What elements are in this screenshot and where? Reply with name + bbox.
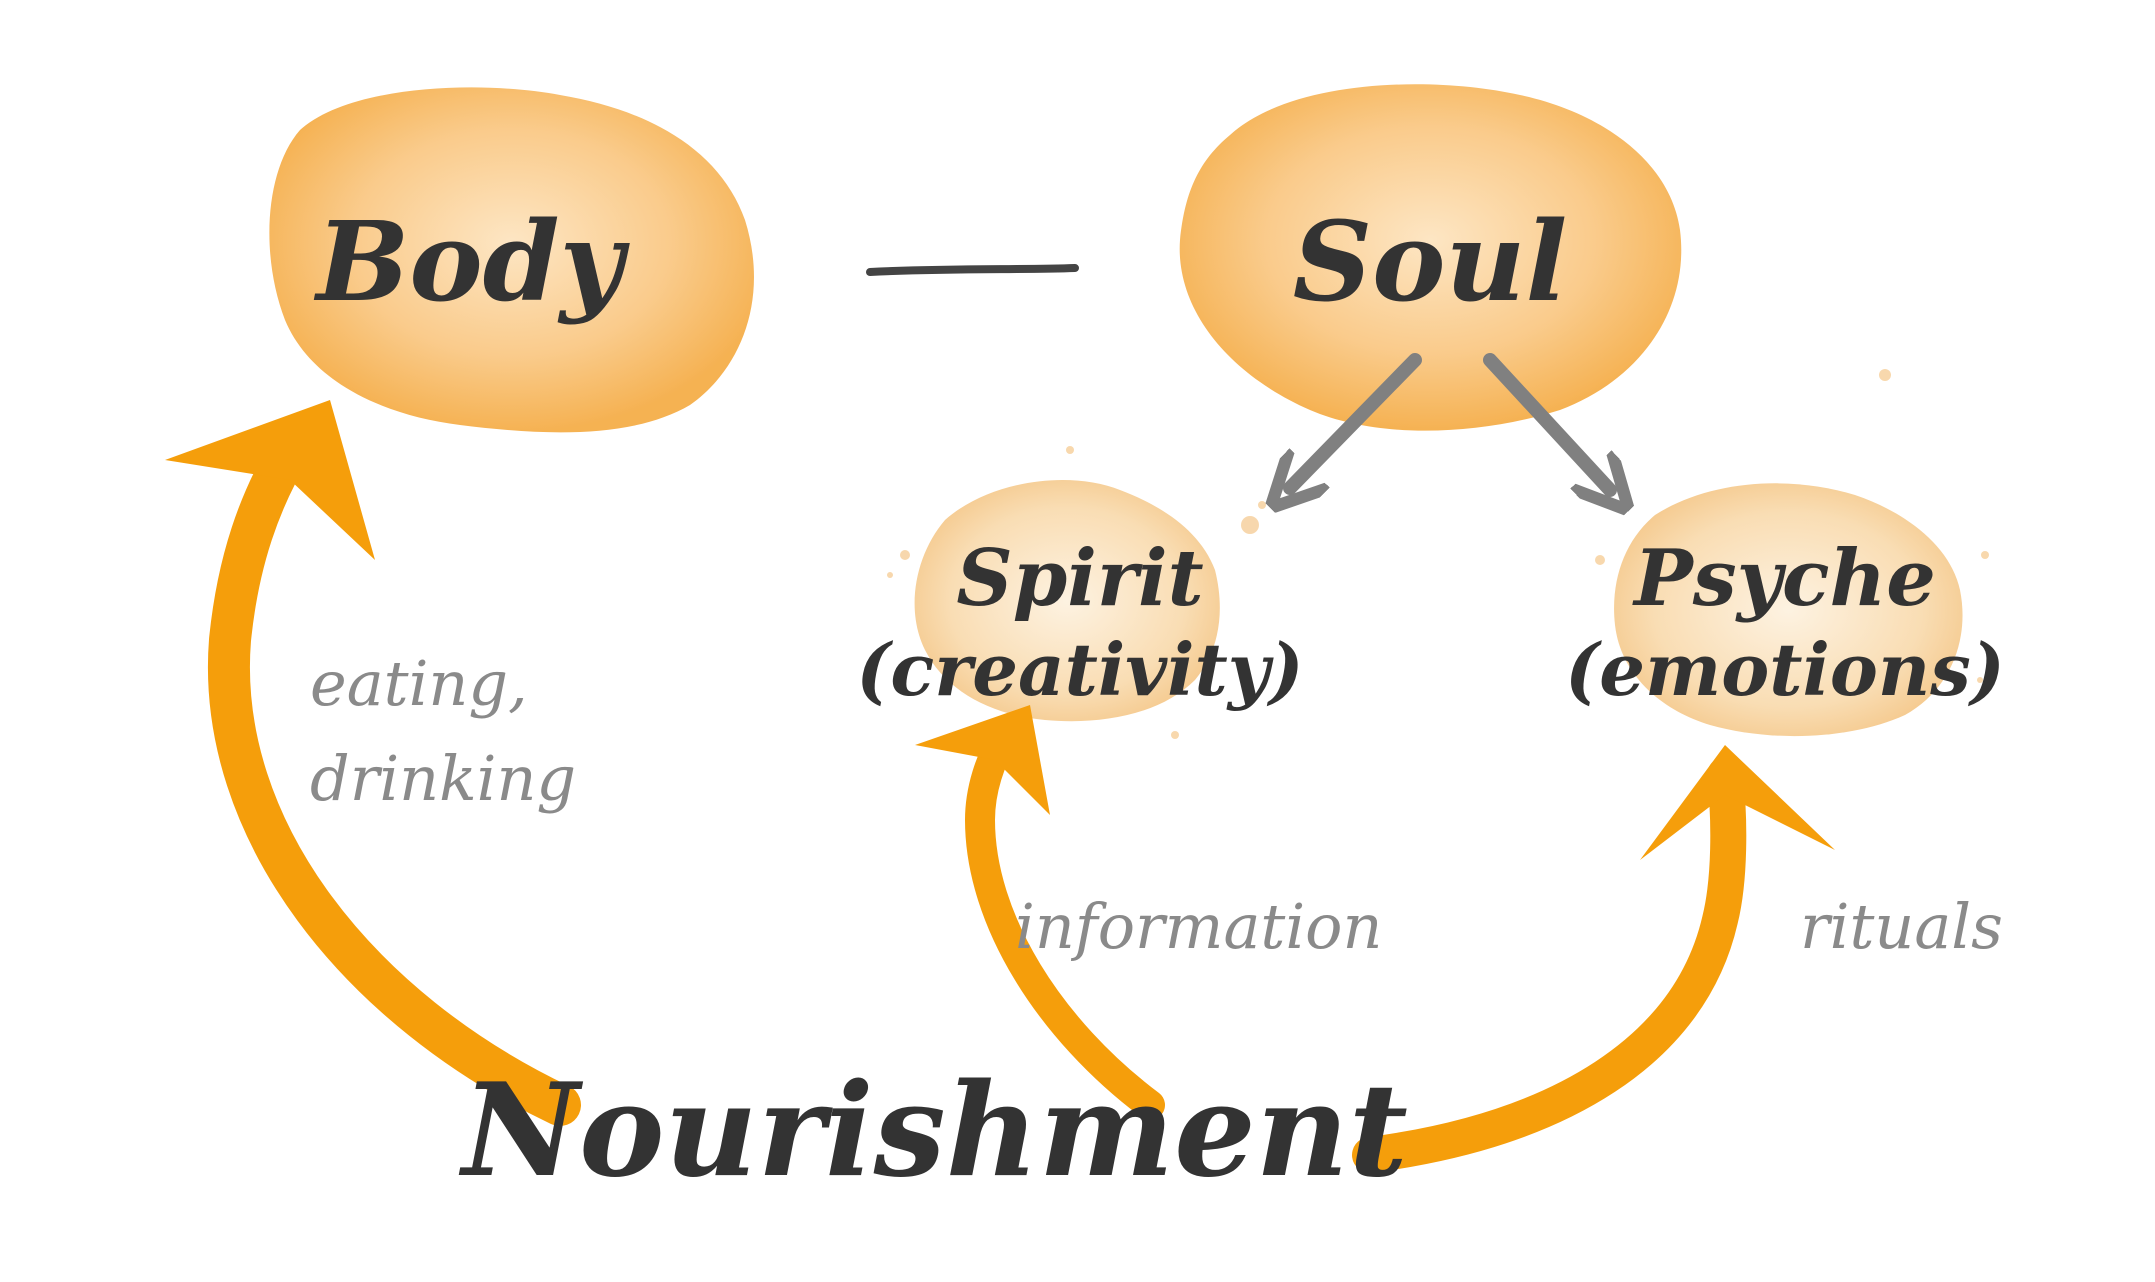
nourishment-to-body-arrow xyxy=(165,400,581,1126)
soul-label: Soul xyxy=(1293,197,1568,326)
psyche-sublabel: (emotions) xyxy=(1565,627,2005,712)
body-label: Body xyxy=(313,197,630,326)
splash-droplets xyxy=(887,369,1989,739)
psyche-edge-label: rituals xyxy=(1800,890,2003,963)
body-soul-connector xyxy=(866,264,1079,276)
soul-to-psyche-arrow xyxy=(1483,353,1610,490)
body-edge-label-line2: drinking xyxy=(310,742,576,815)
nourishment-label: Nourishment xyxy=(458,1056,1408,1206)
nourishment-to-spirit-arrow xyxy=(915,705,1165,1120)
spirit-sublabel: (creativity) xyxy=(856,627,1303,712)
psyche-splash xyxy=(1614,483,1963,737)
spirit-label: Spirit xyxy=(956,533,1203,624)
body-edge-label-line1: eating, xyxy=(310,647,528,720)
soul-to-spirit-arrow xyxy=(1290,353,1422,488)
nourishment-to-psyche-arrow xyxy=(1352,745,1835,1173)
soul-blob xyxy=(1179,84,1682,431)
spirit-edge-label: information xyxy=(1015,890,1382,963)
psyche-label: Psyche xyxy=(1632,533,1936,624)
spirit-splash xyxy=(914,480,1220,722)
body-blob xyxy=(269,87,754,433)
